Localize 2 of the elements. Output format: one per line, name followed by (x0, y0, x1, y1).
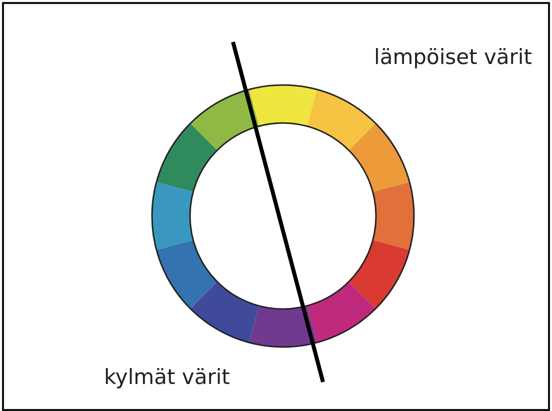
text-label: kylmät värit (104, 367, 230, 388)
text-label: lämpöiset värit (374, 47, 532, 68)
